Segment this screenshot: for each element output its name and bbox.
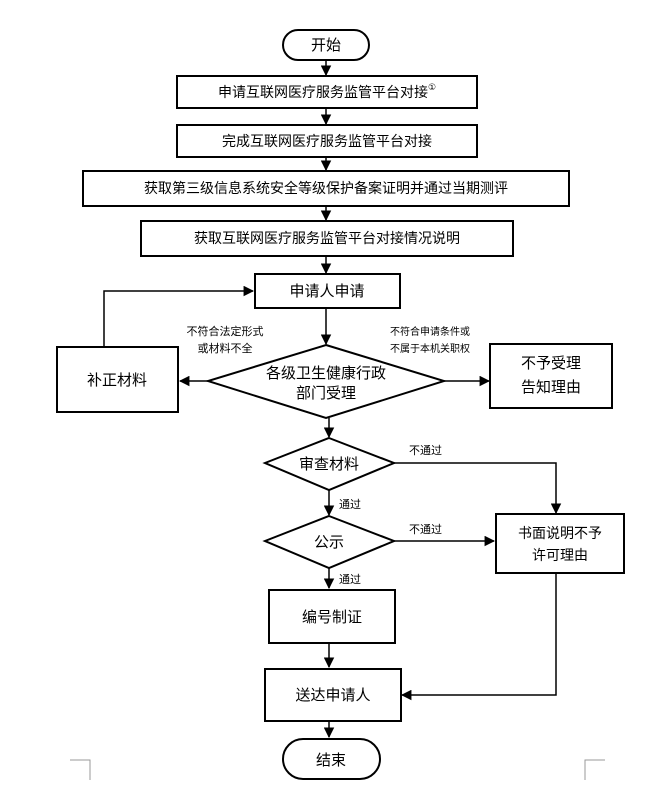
form-incomplete-label-line2: 或材料不全	[198, 341, 253, 355]
review-fail-label: 不通过	[409, 444, 442, 457]
page-corner-marks	[70, 759, 605, 780]
corner-mark-left	[70, 759, 91, 780]
apply-platform-box: 申请互联网医疗服务监管平台对接①	[176, 75, 478, 109]
publicity-label: 公示	[314, 533, 344, 551]
start-node: 开始	[282, 29, 370, 61]
form-incomplete-label-line1: 不符合法定形式	[187, 324, 264, 338]
review-diamond: 审查材料	[262, 436, 397, 492]
platform-statement-box: 获取互联网医疗服务监管平台对接情况说明	[140, 220, 514, 257]
applicant-box: 申请人申请	[254, 273, 401, 309]
complete-platform-label: 完成互联网医疗服务监管平台对接	[222, 133, 432, 150]
review-pass-label: 通过	[339, 498, 361, 511]
health-dept-diamond: 各级卫生健康行政 部门受理	[204, 343, 448, 420]
number-certificate-label: 编号制证	[302, 608, 362, 626]
not-accepted-label-line1: 不予受理	[521, 354, 581, 372]
written-reason-label-line2: 许可理由	[532, 548, 588, 564]
end-node: 结束	[282, 738, 381, 780]
corner-mark-right	[584, 759, 605, 780]
arrow-supplement-to-applicant	[103, 285, 255, 346]
obtain-certificate-label: 获取第三级信息系统安全等级保护备案证明并通过当期测评	[144, 180, 508, 197]
apply-platform-label: 申请互联网医疗服务监管平台对接	[218, 84, 428, 101]
arrow-review-fail	[394, 462, 562, 515]
end-label: 结束	[316, 751, 346, 769]
connectors	[103, 60, 562, 739]
platform-statement-label: 获取互联网医疗服务监管平台对接情况说明	[194, 230, 460, 247]
not-accepted-label-line2: 告知理由	[521, 378, 581, 396]
written-reason-box: 书面说明不予 许可理由	[495, 513, 625, 574]
deliver-box: 送达申请人	[264, 668, 402, 722]
obtain-certificate-box: 获取第三级信息系统安全等级保护备案证明并通过当期测评	[82, 170, 570, 207]
start-label: 开始	[311, 36, 341, 54]
written-reason-label-line1: 书面说明不予	[518, 526, 602, 542]
not-eligible-label-line2: 不属于本机关职权	[390, 342, 470, 355]
arrow-written-to-deliver	[400, 573, 557, 701]
number-certificate-box: 编号制证	[268, 589, 396, 644]
health-dept-label-line1: 各级卫生健康行政	[266, 364, 386, 382]
publicity-fail-label: 不通过	[409, 523, 442, 536]
health-dept-label-line2: 部门受理	[296, 384, 356, 402]
edge-labels: 不符合法定形式 或材料不全 不符合申请条件或 不属于本机关职权 不通过 通过 不…	[187, 324, 471, 586]
supplement-box: 补正材料	[56, 346, 179, 413]
not-eligible-label-line1: 不符合申请条件或	[390, 325, 470, 338]
complete-platform-box: 完成互联网医疗服务监管平台对接	[176, 124, 478, 158]
apply-platform-text: 申请互联网医疗服务监管平台对接①	[218, 83, 436, 101]
applicant-label: 申请人申请	[289, 282, 364, 300]
deliver-label: 送达申请人	[295, 686, 370, 704]
supplement-label: 补正材料	[87, 371, 147, 389]
not-accepted-box: 不予受理 告知理由	[489, 343, 613, 409]
publicity-pass-label: 通过	[339, 573, 361, 586]
review-label: 审查材料	[299, 455, 359, 473]
footnote-marker: ①	[428, 83, 436, 93]
publicity-diamond: 公示	[262, 514, 397, 570]
